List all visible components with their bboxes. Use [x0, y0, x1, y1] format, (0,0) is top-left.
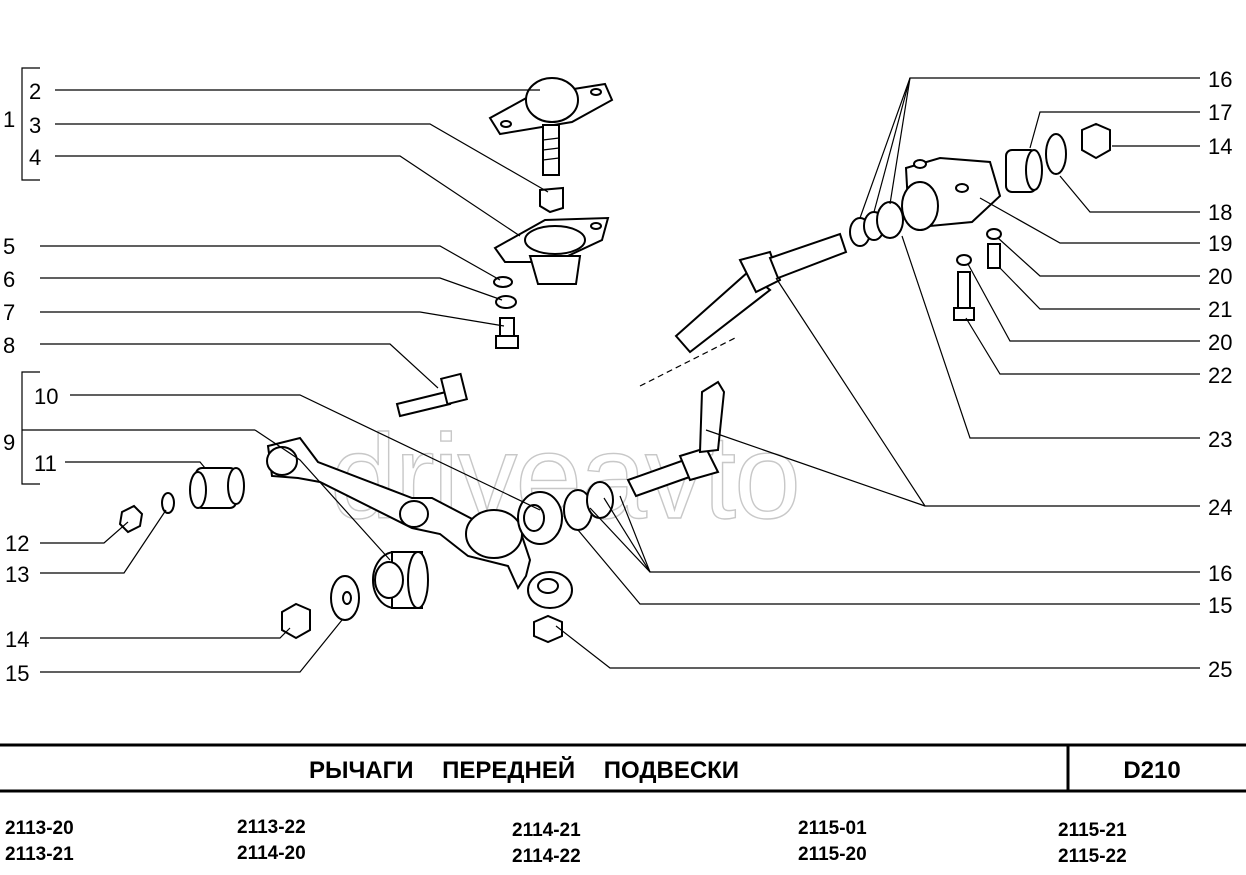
- nut: [118, 504, 144, 534]
- callout-15-right: 15: [1208, 593, 1232, 618]
- rod-bushing-hole: [523, 504, 545, 532]
- callout-23: 23: [1208, 427, 1232, 452]
- model-code: 2114-22: [512, 846, 581, 867]
- callout-16-bottom: 16: [1208, 561, 1232, 586]
- callout-3: 3: [29, 113, 41, 138]
- callout-10: 10: [34, 384, 58, 409]
- ball-joint-housing: [493, 216, 610, 285]
- model-code: 2114-21: [512, 820, 581, 841]
- model-code: 2115-20: [798, 844, 867, 865]
- model-code: 2115-22: [1058, 846, 1127, 867]
- bracket-washer: [1045, 133, 1067, 175]
- callout-13: 13: [5, 562, 29, 587]
- dashed-link: [639, 337, 736, 387]
- silent-block: [189, 467, 245, 509]
- spring-washer: [161, 492, 175, 514]
- bracket: [901, 156, 1002, 231]
- callout-20-b: 20: [1208, 330, 1232, 355]
- callout-25: 25: [1208, 657, 1232, 682]
- callout-5: 5: [3, 234, 15, 259]
- top-washer-3: [876, 201, 904, 239]
- nut-lower: [281, 602, 311, 640]
- model-code: 2113-21: [5, 844, 74, 865]
- model-code: 2113-22: [237, 817, 306, 838]
- callout-21: 21: [1208, 297, 1232, 322]
- callout-24: 24: [1208, 495, 1232, 520]
- callout-9: 9: [3, 430, 15, 455]
- callout-6: 6: [3, 267, 15, 292]
- arm-bushing: [372, 551, 429, 609]
- short-bolt: [987, 243, 1001, 269]
- callout-15: 15: [5, 661, 29, 686]
- boot-cap: [539, 186, 564, 214]
- callout-16-top: 16: [1208, 67, 1232, 92]
- bracket-bushing: [1005, 149, 1043, 193]
- callout-12: 12: [5, 531, 29, 556]
- rod-cushion: [586, 481, 614, 519]
- washer-hole: [342, 591, 352, 605]
- callout-18: 18: [1208, 200, 1232, 225]
- callout-19: 19: [1208, 231, 1232, 256]
- callout-4: 4: [29, 145, 41, 170]
- callout-11: 11: [34, 451, 57, 476]
- page-code: D210: [1123, 757, 1180, 784]
- model-code: 2115-21: [1058, 820, 1127, 841]
- callout-14-right: 14: [1208, 134, 1232, 159]
- callout-8: 8: [3, 333, 15, 358]
- callout-17: 17: [1208, 100, 1232, 125]
- model-code: 2115-01: [798, 818, 867, 839]
- callout-2: 2: [29, 79, 41, 104]
- watermark: driveavto: [330, 410, 799, 544]
- model-codes: 2113-20 2113-21 2113-22 2114-20 2114-21 …: [5, 817, 1127, 867]
- page-title: РЫЧАГИ ПЕРЕДНЕЙ ПОДВЕСКИ: [309, 756, 739, 784]
- bracket-nut: [1081, 122, 1111, 160]
- callout-20-a: 20: [1208, 264, 1232, 289]
- callout-1: 1: [3, 107, 15, 132]
- small-washer-2: [956, 254, 972, 266]
- left-callouts: 1 2 3 4 5 6 7 8 9 10 11 12 13 14 15: [3, 79, 58, 686]
- lower-control-arm: [266, 436, 573, 609]
- long-bolt-right: [953, 271, 975, 321]
- right-callouts: 16 17 14 18 19 20 21 20 22 23 24 16 15 2…: [1208, 67, 1232, 682]
- title-block: РЫЧАГИ ПЕРЕДНЕЙ ПОДВЕСКИ D210: [0, 743, 1246, 793]
- nut-ball: [533, 614, 563, 644]
- callout-7: 7: [3, 300, 15, 325]
- callout-22: 22: [1208, 363, 1232, 388]
- model-code: 2113-20: [5, 818, 74, 839]
- callout-14: 14: [5, 627, 29, 652]
- bolt: [495, 317, 519, 349]
- strut-rod-upper: [674, 232, 848, 354]
- ball-joint: [488, 77, 614, 176]
- lock-washer: [495, 295, 517, 309]
- leader-lines: [21, 67, 1200, 673]
- long-bolt: [395, 372, 469, 418]
- small-washer-1: [986, 228, 1002, 240]
- model-code: 2114-20: [237, 843, 306, 864]
